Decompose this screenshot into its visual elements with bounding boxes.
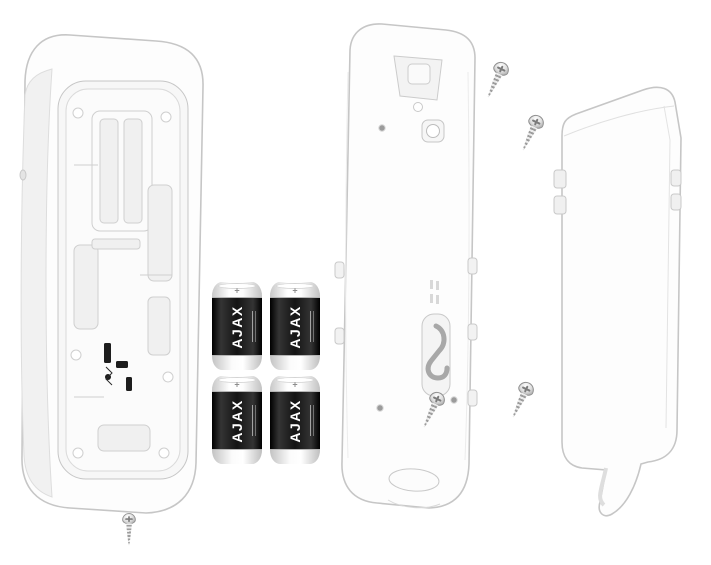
screw-shaft (510, 392, 527, 419)
plus-terminal-mark: + (234, 379, 240, 390)
latch-hook (425, 323, 450, 381)
bottom-notch (387, 499, 441, 509)
screw-shaft (485, 72, 502, 99)
battery-brand-text: AJAX (287, 398, 303, 443)
battery-label: AJAX (270, 298, 320, 355)
plus-terminal-mark: + (292, 285, 298, 296)
battery-positive-cap: + (270, 376, 320, 392)
mounting-cover (553, 86, 682, 517)
cover-top-bevel (563, 105, 675, 137)
panel-right-crease (464, 71, 470, 461)
battery-base (212, 449, 262, 464)
battery-base (270, 449, 320, 464)
screw-head (122, 513, 136, 525)
battery: + AJAX (270, 376, 320, 464)
mounting-screw (513, 112, 547, 158)
bottom-opening (388, 468, 440, 492)
battery-base (212, 355, 262, 370)
internal-ribs (70, 107, 174, 459)
contact-spring (105, 366, 113, 386)
battery-contacts (104, 343, 132, 391)
battery-label: AJAX (212, 298, 262, 355)
battery: + AJAX (270, 282, 320, 370)
battery-base (270, 355, 320, 370)
cover-right-crease (663, 105, 671, 429)
side-clips (334, 257, 478, 407)
battery-positive-cap: + (212, 376, 262, 392)
front-enclosure (19, 34, 204, 514)
battery-positive-cap: + (270, 282, 320, 298)
battery: + AJAX (212, 376, 262, 464)
side-hole (19, 169, 27, 181)
case-screw (121, 513, 136, 549)
battery: + AJAX (212, 282, 262, 370)
battery-brand-text: AJAX (229, 304, 245, 349)
battery-positive-cap: + (212, 282, 262, 298)
hanger-hole (413, 102, 423, 112)
hanger-tab (407, 63, 431, 85)
plus-terminal-mark: + (292, 379, 298, 390)
plus-terminal-mark: + (234, 285, 240, 296)
vent-dashes (430, 280, 439, 304)
front-enclosure-side-wall (20, 68, 53, 498)
mounting-cover-body (561, 86, 682, 517)
panel-screw-holes (376, 124, 458, 412)
mounting-screw (503, 379, 537, 425)
panel-button-icon (426, 124, 440, 138)
device-back-panel (334, 23, 478, 509)
battery-label: AJAX (270, 392, 320, 449)
battery-label: AJAX (212, 392, 262, 449)
battery-brand-text: AJAX (287, 304, 303, 349)
screw-shaft (520, 125, 537, 152)
cover-hook (598, 467, 608, 507)
screw-shaft (126, 523, 132, 546)
cover-clips (553, 169, 682, 215)
battery-brand-text: AJAX (229, 398, 245, 443)
panel-left-crease (345, 71, 349, 459)
